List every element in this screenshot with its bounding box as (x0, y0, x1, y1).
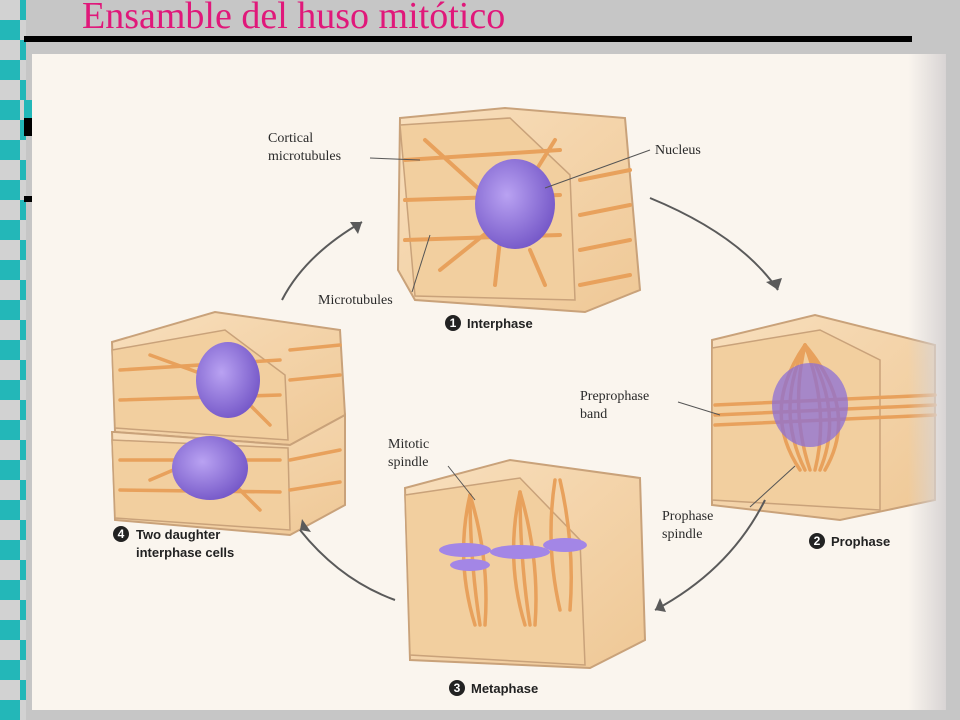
label-preprophase: Preprophase (580, 389, 649, 404)
label-mitotic-spindle: spindle (388, 455, 428, 470)
checkered-side-strip (0, 0, 26, 720)
stage-1-number: 1 (450, 316, 457, 330)
metaphase-cell (403, 458, 647, 670)
label-prophase: Prophase (662, 509, 713, 524)
mitosis-figure: Cortical microtubules Nucleus Microtubul… (32, 54, 946, 710)
slide-title: Ensamble del huso mitótico (82, 0, 506, 37)
stage-4-name-line2: interphase cells (136, 545, 234, 560)
stage-3-caption: 3 Metaphase (449, 680, 538, 696)
label-microtubules: Microtubules (318, 293, 393, 308)
stage-1-caption: 1 Interphase (445, 315, 533, 331)
prophase-cell (711, 313, 937, 522)
label-cortical: Cortical (268, 131, 313, 146)
stage-3-name: Metaphase (471, 681, 538, 696)
label-prophase-spindle: spindle (662, 527, 702, 542)
label-nucleus: Nucleus (655, 143, 701, 158)
stage-4-caption: 4 Two daughter interphase cells (113, 526, 234, 560)
stage-2-name: Prophase (831, 534, 890, 549)
label-preprophase-band: band (580, 407, 607, 422)
stage-3-number: 3 (454, 681, 461, 695)
stage-2-caption: 2 Prophase (809, 533, 890, 549)
interphase-cell (396, 106, 642, 314)
leader-lines (369, 149, 796, 508)
bullet-marker-small (24, 196, 34, 202)
label-cortical-microtubules: microtubules (268, 149, 341, 164)
arrow-heads (300, 222, 782, 612)
daughter-cells (110, 310, 347, 537)
label-mitotic: Mitotic (388, 437, 429, 452)
cell-cycle-diagram: Cortical microtubules Nucleus Microtubul… (110, 106, 937, 696)
stage-4-number: 4 (118, 527, 125, 541)
stage-2-number: 2 (814, 534, 821, 548)
cycle-arrows (281, 197, 779, 611)
stage-4-name-line1: Two daughter (136, 527, 220, 542)
title-rule (24, 36, 912, 42)
stage-1-name: Interphase (467, 316, 533, 331)
